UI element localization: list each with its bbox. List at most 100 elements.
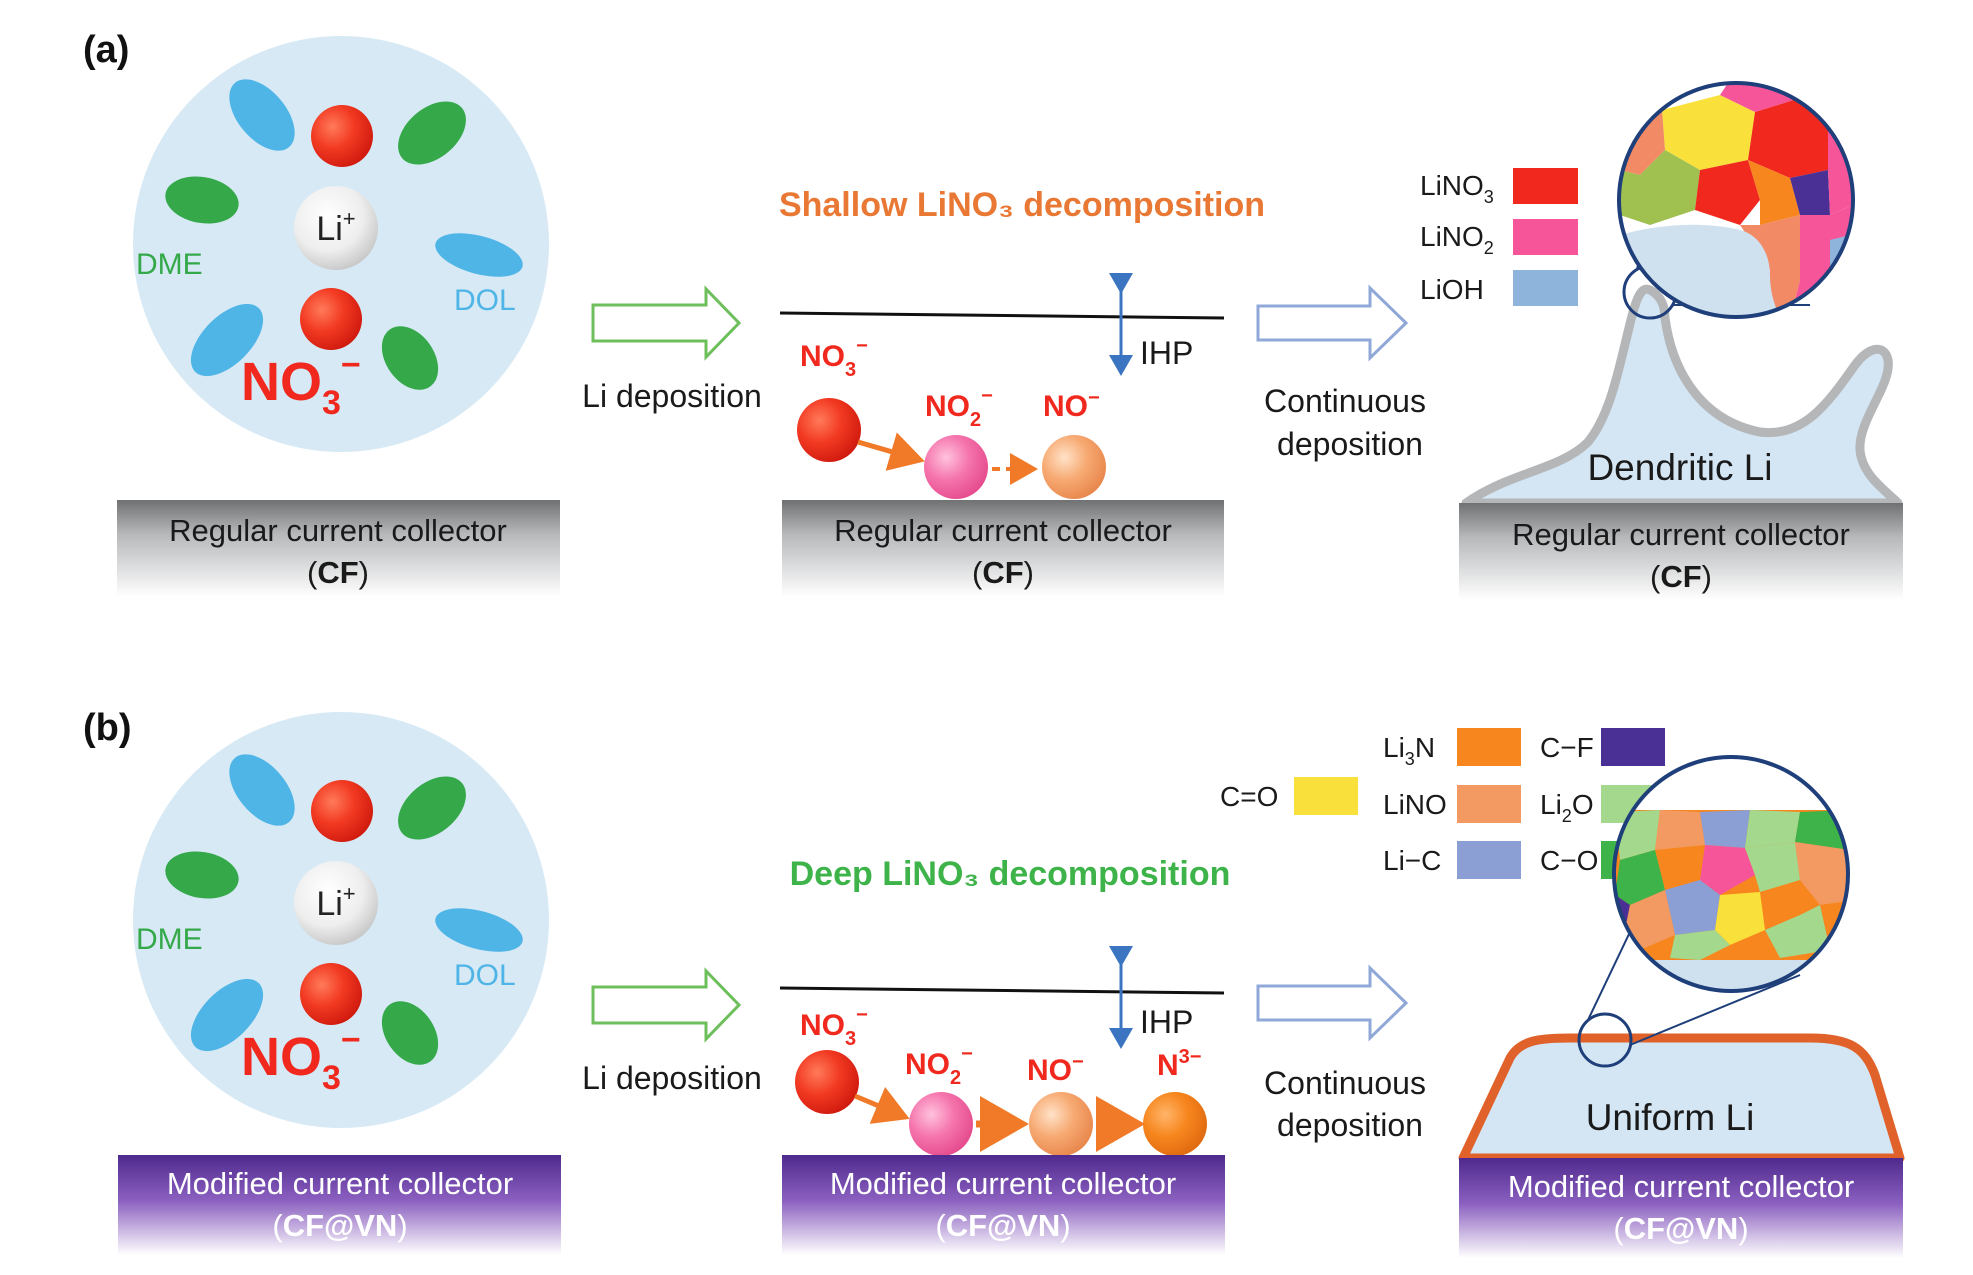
collector-label: Modified current collector (830, 1166, 1176, 1201)
legend-swatch (1294, 777, 1358, 815)
collector-block (782, 500, 1224, 597)
continuous-deposition-arrow: Continuous deposition (1256, 964, 1426, 1143)
collector-block (1459, 1158, 1903, 1258)
solvation-sheath: Li+ DME DOL NO3− (133, 36, 549, 452)
collector-sublabel: (CF@VN) (935, 1208, 1070, 1243)
hollow-arrow (591, 967, 742, 1043)
dme-molecule (398, 101, 466, 165)
current-collector-2: Regular current collector (CF) (782, 500, 1224, 597)
species-label: NO3− (800, 335, 868, 381)
dme-molecule (398, 776, 466, 840)
dol-molecule (190, 303, 264, 377)
species-label: N3− (1157, 1046, 1201, 1082)
legend-label: C−O (1540, 845, 1598, 876)
legend-swatch (1513, 168, 1578, 204)
hollow-arrow (1256, 284, 1409, 362)
lithium-ion-label: Li+ (316, 206, 355, 248)
panel-label: (b) (83, 707, 132, 749)
uniform-li-shape (1458, 1033, 1905, 1163)
reaction-arrow (854, 1086, 910, 1124)
uniform-li-deposit: Uniform Li (1458, 759, 1905, 1163)
legend-swatch (1457, 841, 1521, 879)
sei-legend: LiNO3 LiNO2 LiOH (1420, 168, 1578, 306)
zoom-circle-outline (1612, 755, 1850, 993)
legend-swatch (1601, 728, 1665, 766)
continuous-deposition-arrow: Continuous deposition (1256, 284, 1426, 462)
species-label: NO2− (905, 1043, 973, 1089)
nitrosyl-sphere (1029, 1092, 1093, 1156)
li-core (1614, 960, 1848, 991)
sei-grain (1715, 892, 1765, 945)
legend-label: LiNO3 (1420, 170, 1494, 207)
current-collector-3: Modified current collector (CF@VN) (1459, 1158, 1903, 1258)
collector-label: Modified current collector (1508, 1169, 1854, 1204)
ihp-label: IHP (1140, 1004, 1193, 1040)
legend-swatch (1513, 270, 1578, 306)
lithium-ion (294, 186, 378, 270)
collector-label: Modified current collector (167, 1166, 513, 1201)
legend-label: Li3N (1383, 732, 1435, 769)
sei-grain (1748, 160, 1800, 225)
collector-sublabel: (CF@VN) (1613, 1211, 1748, 1246)
sei-grain (1765, 905, 1830, 958)
legend-label: C=O (1220, 781, 1278, 812)
species-label: NO− (1027, 1051, 1084, 1087)
arrow-label: Li deposition (582, 1060, 762, 1096)
arrow-label-line2: deposition (1277, 1107, 1423, 1143)
electrode-surface-line (779, 986, 1225, 995)
collector-sublabel: (CF@VN) (272, 1208, 407, 1243)
current-collector-3: Regular current collector (CF) (1459, 503, 1903, 600)
dme-molecule (165, 176, 239, 224)
sei-zoom-view (1612, 755, 1850, 993)
decomposition-scheme: Deep LiNO₃ decomposition IHP NO3− NO2− N… (779, 855, 1230, 1156)
sei-grain (1745, 810, 1800, 848)
collector-block (118, 1155, 561, 1255)
current-collector-1: Modified current collector (CF@VN) (118, 1155, 561, 1255)
legend-label: LiNO (1383, 789, 1447, 820)
nitrate-ion (300, 288, 362, 350)
dol-label: DOL (454, 959, 516, 992)
sei-legend: C=O Li3N C−F LiNO Li2O Li−C C−O (1220, 728, 1665, 879)
arrow-label: Li deposition (582, 378, 762, 414)
nitrate-ion (311, 105, 373, 167)
arrow-label-line1: Continuous (1264, 1065, 1426, 1101)
arrow-label-line2: deposition (1277, 426, 1423, 462)
collector-block (782, 1155, 1225, 1255)
nitrite-sphere (924, 435, 988, 499)
dol-molecule (229, 79, 295, 151)
dme-molecule (381, 1001, 439, 1065)
species-label: NO3− (800, 1004, 868, 1050)
legend-swatch (1513, 219, 1578, 255)
dme-molecule (381, 326, 439, 390)
dme-label: DME (136, 923, 203, 956)
sei-grain (1655, 810, 1705, 850)
deposition-arrow: Li deposition (582, 285, 762, 414)
nitrate-sphere (795, 1050, 859, 1114)
collector-sublabel: (CF) (1650, 559, 1712, 594)
panel-b: (b) Li+ DME DOL NO3− Modified current co… (83, 707, 1905, 1258)
arrow-label-line1: Continuous (1264, 383, 1426, 419)
sei-grain (1665, 880, 1720, 935)
dol-molecule (435, 908, 523, 952)
species-label: NO− (1043, 387, 1100, 423)
dol-molecule (190, 978, 264, 1052)
sei-grain (1748, 98, 1830, 178)
nitrate-sphere (797, 398, 861, 462)
current-collector-2: Modified current collector (CF@VN) (782, 1155, 1225, 1255)
zoom-circle-outline (1617, 81, 1855, 319)
nitrate-ion (311, 780, 373, 842)
zoom-line (1629, 974, 1801, 1046)
li-morphology-label: Uniform Li (1586, 1097, 1755, 1138)
sei-grain (1795, 842, 1848, 905)
dol-molecule (229, 754, 295, 826)
legend-swatch (1457, 785, 1521, 823)
nitrate-label: NO3− (241, 1021, 361, 1097)
nitrate-ion (300, 963, 362, 1025)
sei-grain (1615, 850, 1665, 905)
dme-label: DME (136, 248, 203, 281)
legend-label: LiNO2 (1420, 221, 1494, 258)
solvation-sheath: Li+ DME DOL NO3− (133, 712, 549, 1128)
lithium-ion (294, 861, 378, 945)
sei-grain (1695, 160, 1760, 225)
